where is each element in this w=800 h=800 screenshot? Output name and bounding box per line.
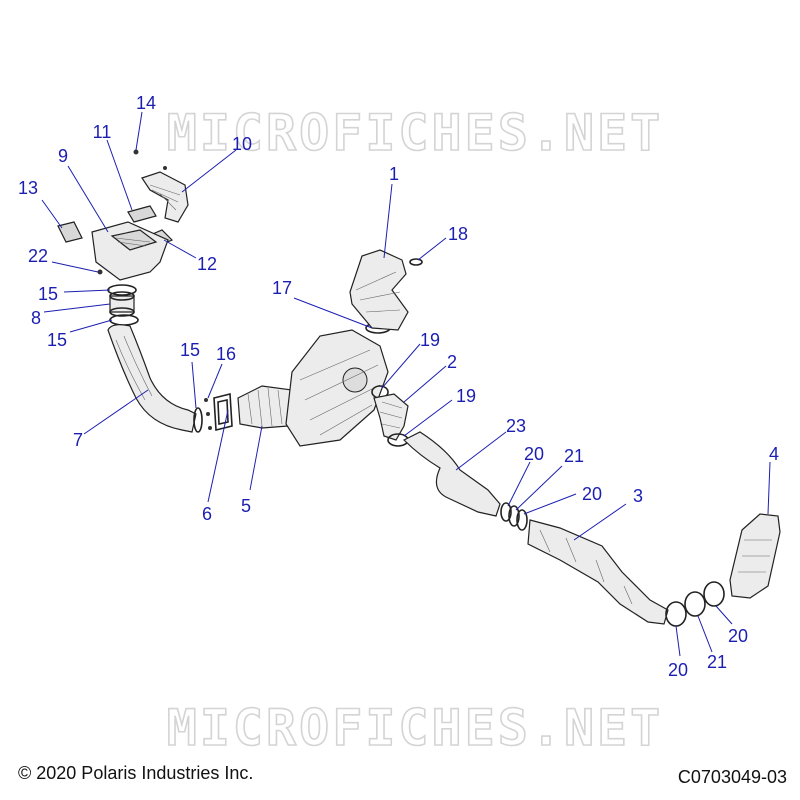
part-13-pad — [57, 221, 83, 243]
callout-10: 10 — [232, 134, 252, 154]
part-16-screws — [204, 398, 212, 430]
part-2-boot — [373, 393, 409, 441]
figure-code: C0703049-03 — [678, 767, 787, 787]
callout-8: 8 — [31, 308, 41, 328]
part-23-duct — [402, 431, 501, 517]
callout-15-lower: 15 — [47, 330, 67, 350]
cvt-cover — [285, 329, 389, 447]
callout-7: 7 — [73, 430, 83, 450]
callout-19-lower: 19 — [456, 386, 476, 406]
part-11-pad — [127, 205, 157, 223]
watermark-top: MICROFICHES.NET — [167, 104, 664, 162]
part-clamp-set-middle — [500, 502, 528, 531]
part-15-clamp — [193, 407, 203, 433]
part-14-screw — [133, 149, 139, 155]
callout-17: 17 — [272, 278, 292, 298]
callout-2: 2 — [447, 352, 457, 372]
callout-19-upper: 19 — [420, 330, 440, 350]
callout-21-right: 21 — [707, 652, 727, 672]
callout-20-mid-lower: 20 — [582, 484, 602, 504]
part-1-upper-duct — [349, 249, 409, 331]
callout-12: 12 — [197, 254, 217, 274]
callout-16: 16 — [216, 344, 236, 364]
part-10-bracket — [141, 166, 189, 223]
callout-6: 6 — [202, 504, 212, 524]
part-clamp-set-lower — [665, 581, 725, 627]
callout-21-mid: 21 — [564, 446, 584, 466]
callout-23: 23 — [506, 416, 526, 436]
callout-4: 4 — [769, 444, 779, 464]
callout-15-hose: 15 — [180, 340, 200, 360]
copyright-text: © 2020 Polaris Industries Inc. — [18, 763, 253, 783]
part-4-outlet — [729, 513, 781, 599]
part-6-gasket — [213, 392, 233, 432]
callout-13: 13 — [18, 178, 38, 198]
part-3-duct — [527, 519, 669, 625]
callout-9: 9 — [58, 146, 68, 166]
callout-18: 18 — [448, 224, 468, 244]
callout-15-upper: 15 — [38, 284, 58, 304]
part-8-coupler — [107, 284, 139, 326]
callout-20-right: 20 — [728, 626, 748, 646]
callout-20-mid-upper: 20 — [524, 444, 544, 464]
callout-14: 14 — [136, 93, 156, 113]
callout-3: 3 — [633, 486, 643, 506]
part-7-hose — [107, 324, 197, 433]
part-18-oring — [409, 258, 423, 266]
watermark-bottom: MICROFICHES.NET — [167, 699, 664, 757]
part-9-airbox — [91, 221, 169, 281]
callout-22: 22 — [28, 246, 48, 266]
callout-1: 1 — [389, 164, 399, 184]
callout-5: 5 — [241, 496, 251, 516]
leader-lines — [41, 111, 771, 657]
callout-11: 11 — [93, 122, 112, 142]
callout-20-bottom: 20 — [668, 660, 688, 680]
part-22-clip — [97, 269, 103, 275]
